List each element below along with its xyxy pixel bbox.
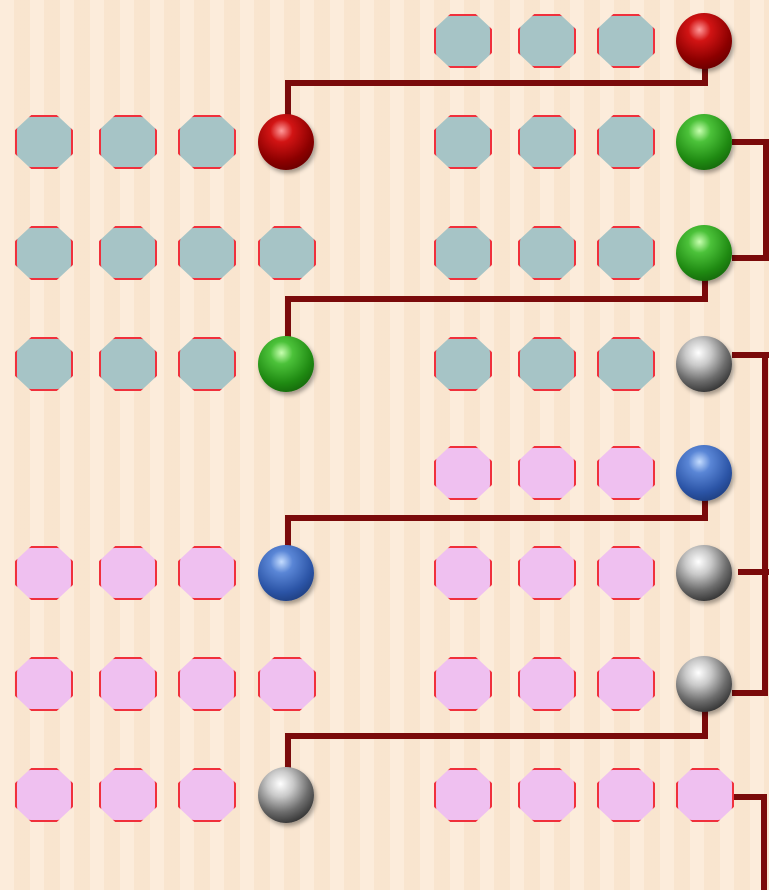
right-row-3-slot-undefined[interactable]: [518, 337, 576, 391]
right-row-3-slot-undefined[interactable]: [434, 337, 492, 391]
right-row-7-slot-undefined[interactable]: [434, 768, 492, 822]
left-row-5-slot-undefined[interactable]: [99, 768, 157, 822]
left-row-2-green-ball[interactable]: [258, 336, 314, 392]
right-row-4-slot-undefined[interactable]: [434, 446, 492, 500]
left-row-0-red-ball[interactable]: [258, 114, 314, 170]
left-row-4-slot-undefined[interactable]: [178, 657, 236, 711]
right-row-6-slot-undefined[interactable]: [434, 657, 492, 711]
right-row-3-slot-undefined[interactable]: [597, 337, 655, 391]
left-row-0-slot-undefined[interactable]: [178, 115, 236, 169]
right-row-7-slot-undefined[interactable]: [597, 768, 655, 822]
left-row-5-silver-ball[interactable]: [258, 767, 314, 823]
right-row-6-slot-undefined[interactable]: [597, 657, 655, 711]
right-row-6-slot-undefined[interactable]: [518, 657, 576, 711]
left-row-1-slot-undefined[interactable]: [15, 226, 73, 280]
connector-bottom: [734, 797, 764, 890]
right-row-5-silver-ball[interactable]: [676, 545, 732, 601]
right-row-2-slot-undefined[interactable]: [518, 226, 576, 280]
left-row-1-slot-undefined[interactable]: [178, 226, 236, 280]
right-row-4-slot-undefined[interactable]: [597, 446, 655, 500]
left-row-3-slot-undefined[interactable]: [178, 546, 236, 600]
left-row-3-slot-undefined[interactable]: [99, 546, 157, 600]
right-row-4-blue-ball[interactable]: [676, 445, 732, 501]
connector-green: [288, 278, 705, 337]
connector-silver-pair-2: [732, 355, 765, 693]
right-row-5-slot-undefined[interactable]: [518, 546, 576, 600]
left-row-5-slot-undefined[interactable]: [178, 768, 236, 822]
connector-blue: [288, 493, 705, 546]
right-row-4-slot-undefined[interactable]: [518, 446, 576, 500]
right-row-5-slot-undefined[interactable]: [434, 546, 492, 600]
right-row-0-slot-undefined[interactable]: [597, 14, 655, 68]
connector-green-pair: [732, 142, 766, 258]
right-row-3-silver-ball[interactable]: [676, 336, 732, 392]
left-row-4-slot-undefined[interactable]: [258, 657, 316, 711]
connector-silver: [288, 710, 705, 768]
left-row-1-slot-undefined[interactable]: [258, 226, 316, 280]
left-row-1-slot-undefined[interactable]: [99, 226, 157, 280]
right-row-1-slot-undefined[interactable]: [597, 115, 655, 169]
left-row-2-slot-undefined[interactable]: [99, 337, 157, 391]
left-row-2-slot-undefined[interactable]: [15, 337, 73, 391]
right-row-2-green-ball[interactable]: [676, 225, 732, 281]
right-row-1-green-ball[interactable]: [676, 114, 732, 170]
left-row-3-slot-undefined[interactable]: [15, 546, 73, 600]
right-row-7-slot-undefined[interactable]: [518, 768, 576, 822]
left-row-3-blue-ball[interactable]: [258, 545, 314, 601]
right-row-6-silver-ball[interactable]: [676, 656, 732, 712]
left-row-5-slot-undefined[interactable]: [15, 768, 73, 822]
left-row-2-slot-undefined[interactable]: [178, 337, 236, 391]
left-row-0-slot-undefined[interactable]: [99, 115, 157, 169]
left-row-4-slot-undefined[interactable]: [15, 657, 73, 711]
left-row-4-slot-undefined[interactable]: [99, 657, 157, 711]
right-row-0-slot-undefined[interactable]: [518, 14, 576, 68]
right-row-7-slot-undefined[interactable]: [676, 768, 734, 822]
right-row-1-slot-undefined[interactable]: [434, 115, 492, 169]
connector-red: [288, 68, 705, 115]
right-row-2-slot-undefined[interactable]: [597, 226, 655, 280]
right-row-1-slot-undefined[interactable]: [518, 115, 576, 169]
right-row-2-slot-undefined[interactable]: [434, 226, 492, 280]
right-row-0-red-ball[interactable]: [676, 13, 732, 69]
right-row-5-slot-undefined[interactable]: [597, 546, 655, 600]
right-row-0-slot-undefined[interactable]: [434, 14, 492, 68]
left-row-0-slot-undefined[interactable]: [15, 115, 73, 169]
